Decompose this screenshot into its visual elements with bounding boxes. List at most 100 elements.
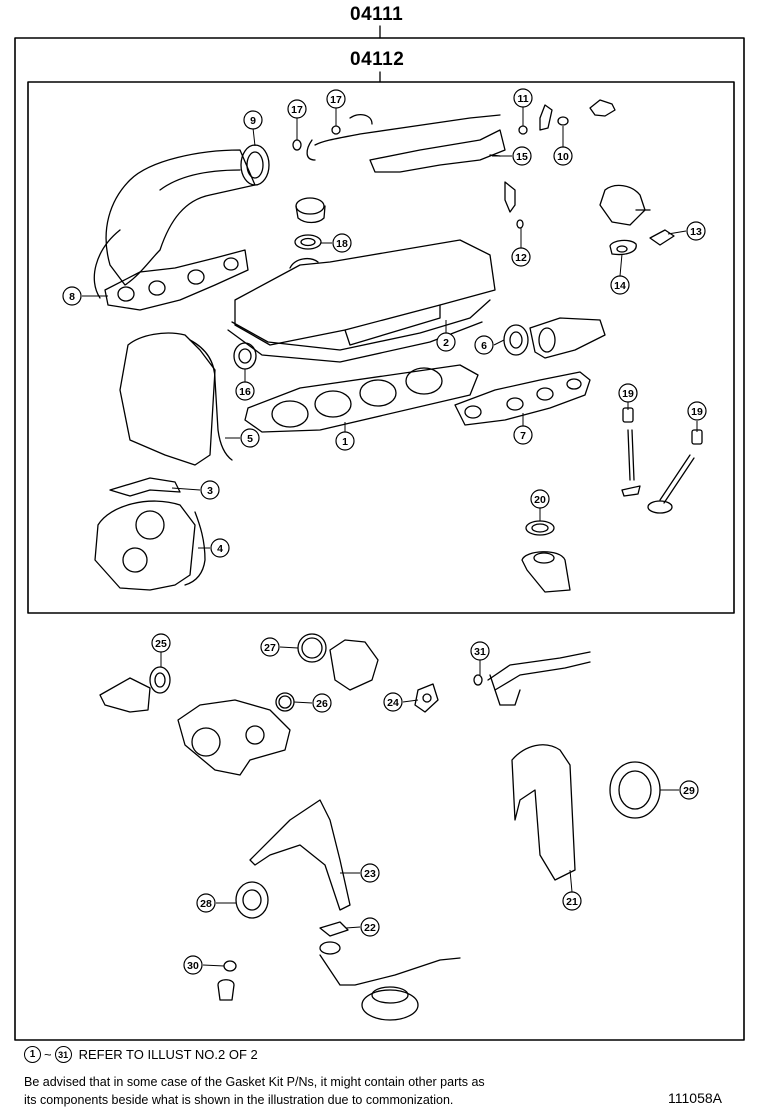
callout-number: 2 [443, 337, 449, 349]
callout-number: 19 [622, 388, 634, 400]
seal-16-drawing [233, 342, 257, 370]
callout-number: 16 [239, 386, 251, 398]
callout-4: 4 [210, 538, 230, 558]
callout-23: 23 [360, 863, 380, 883]
callout-number: 11 [517, 93, 528, 105]
callout-26: 26 [312, 693, 332, 713]
egr-valve-drawing [599, 184, 675, 256]
callout-25: 25 [151, 633, 171, 653]
callout-circle [474, 335, 494, 355]
callout-number: 5 [247, 433, 253, 445]
callout-number: 8 [69, 291, 75, 303]
water-pump-drawing [177, 699, 291, 776]
footer-range-note: 1 ~ 31 REFER TO ILLUST NO.2 OF 2 [24, 1046, 258, 1063]
callout-17: 17 [326, 89, 346, 109]
callout-number: 14 [614, 280, 626, 292]
callout-number: 19 [691, 406, 703, 418]
callout-circle [235, 381, 255, 401]
callout-1: 1 [335, 431, 355, 451]
callout-number: 17 [291, 104, 303, 116]
exhaust-flange-drawing [503, 317, 606, 359]
callout-24: 24 [383, 692, 403, 712]
callout-circle [240, 428, 260, 448]
callout-number: 13 [690, 226, 702, 238]
valves-drawing [621, 407, 703, 514]
callout-circle [686, 221, 706, 241]
callout-circle [436, 332, 456, 352]
callout-number: 29 [683, 785, 695, 797]
callout-circle [679, 780, 699, 800]
callout-circle [326, 89, 346, 109]
gasket-24-drawing [414, 683, 439, 713]
callout-circle [553, 146, 573, 166]
oil-strainer-drawing [319, 921, 461, 1021]
illustration-id: 111058A [668, 1090, 722, 1106]
callout-19: 19 [687, 401, 707, 421]
water-outlet-drawing [521, 520, 571, 593]
callout-15: 15 [512, 146, 532, 166]
callout-circle [618, 383, 638, 403]
callout-5: 5 [240, 428, 260, 448]
timing-cover-drawing [119, 332, 233, 466]
callout-22: 22 [360, 917, 380, 937]
range-end-callout: 31 [54, 1046, 72, 1063]
callout-17: 17 [287, 99, 307, 119]
callout-number: 24 [387, 697, 399, 709]
callout-19: 19 [618, 383, 638, 403]
range-start-callout: 1 [24, 1046, 41, 1063]
callout-number: 20 [534, 494, 546, 506]
callout-number: 3 [207, 485, 213, 497]
water-inlet-drawing [99, 666, 171, 713]
callout-9: 9 [243, 110, 263, 130]
callout-circle [287, 99, 307, 119]
callout-circle [513, 425, 533, 445]
callout-number: 25 [155, 638, 167, 650]
callout-circle [383, 692, 403, 712]
callout-10: 10 [553, 146, 573, 166]
callout-31: 31 [470, 641, 490, 661]
callout-circle [183, 955, 203, 975]
drain-plug-drawing [217, 960, 237, 1001]
callout-number: 10 [557, 151, 569, 163]
outer-kit-frame [14, 37, 745, 1041]
callout-13: 13 [686, 221, 706, 241]
callout-number: 12 [515, 252, 527, 264]
inner-kit-frame [27, 81, 735, 614]
advisory-line-1: Be advised that in some case of the Gask… [24, 1075, 485, 1089]
callout-circle [62, 286, 82, 306]
callout-16: 16 [235, 381, 255, 401]
callout-number: 1 [342, 436, 348, 448]
callout-circle [687, 401, 707, 421]
callout-circle [332, 233, 352, 253]
rear-seal-retainer-drawing [511, 744, 576, 881]
callout-circle [513, 88, 533, 108]
advisory-line-2: its components beside what is shown in t… [24, 1093, 454, 1107]
callout-number: 21 [566, 896, 578, 908]
callout-circle [260, 637, 280, 657]
callout-3: 3 [200, 480, 220, 500]
callout-circle [360, 863, 380, 883]
callout-circle [151, 633, 171, 653]
callout-18: 18 [332, 233, 352, 253]
callout-number: 22 [364, 922, 376, 934]
callout-28: 28 [196, 893, 216, 913]
head-gasket-drawing [244, 364, 479, 433]
callout-circle [530, 489, 550, 509]
range-separator: ~ [44, 1047, 52, 1062]
oil-seal-28-drawing [235, 881, 269, 919]
oil-pipe-drawing [473, 651, 591, 706]
callout-30: 30 [183, 955, 203, 975]
callout-circle [312, 693, 332, 713]
exhaust-gasket-drawing [454, 371, 591, 426]
callout-number: 15 [516, 151, 528, 163]
callout-number: 30 [187, 960, 199, 972]
callout-number: 6 [481, 340, 487, 352]
outer-kit-number: 04111 [350, 4, 404, 25]
oil-pump-drawing [94, 477, 206, 591]
callout-2: 2 [436, 332, 456, 352]
callout-circle [512, 146, 532, 166]
callout-circle [511, 247, 531, 267]
callout-number: 7 [520, 430, 526, 442]
callout-number: 23 [364, 868, 376, 880]
